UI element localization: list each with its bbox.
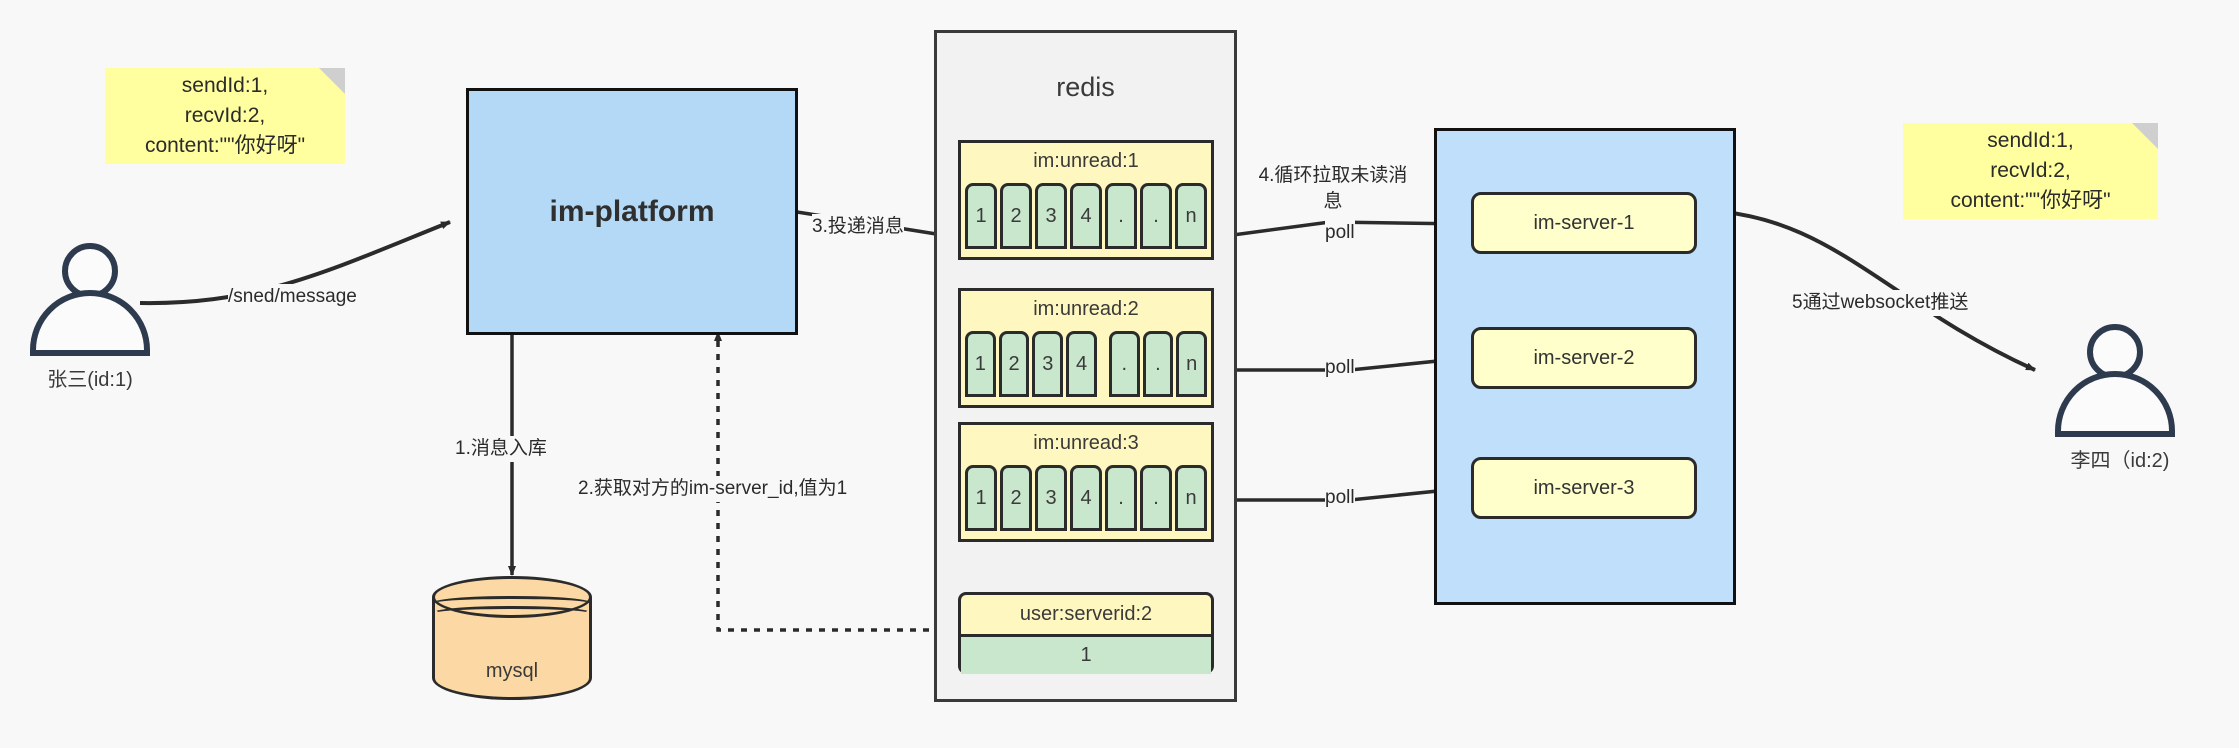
redis-kv-user-serverid: user:serverid:2 1 — [958, 592, 1214, 674]
redis-cell: n — [1175, 465, 1207, 531]
edge-label-poll-2: poll — [1325, 355, 1355, 381]
redis-title: redis — [1056, 72, 1115, 102]
redis-cell: 2 — [1000, 183, 1032, 249]
edge-label-step4: 4.循环拉取未读消 息 — [1253, 163, 1413, 215]
redis-cell: 4 — [1070, 183, 1102, 249]
mysql-ring-icon — [432, 596, 592, 610]
redis-cell: n — [1176, 331, 1208, 397]
redis-key-name-2: im:unread:2 — [1033, 298, 1139, 320]
redis-cell: 2 — [998, 331, 1030, 397]
redis-cell: . — [1142, 331, 1174, 397]
redis-cell: . — [1105, 183, 1137, 249]
im-server-1-box[interactable]: im-server-1 — [1471, 192, 1697, 254]
redis-cell: 3 — [1035, 465, 1067, 531]
edge-label-step2: 2.获取对方的im-server_id,值为1 — [578, 476, 848, 502]
note-right: sendId:1, recvId:2, content:""你好呀" — [1903, 123, 2158, 219]
redis-cell: 3 — [1035, 183, 1067, 249]
redis-cell: 2 — [1000, 465, 1032, 531]
note-left-line2: recvId:2, — [184, 104, 266, 127]
redis-kv-value: 1 — [961, 637, 1211, 674]
redis-cell: . — [1140, 183, 1172, 249]
redis-key-group-2: im:unread:2 1 2 3 4 . . n — [958, 288, 1214, 408]
redis-cell: n — [1175, 183, 1207, 249]
note-left-line3: content:""你好呀" — [144, 134, 306, 157]
im-platform-box[interactable]: im-platform — [466, 88, 798, 335]
note-right-line1: sendId:1, — [1987, 129, 2074, 152]
sender-body-icon — [30, 290, 150, 356]
edge-label-send-message: /sned/message — [228, 284, 357, 310]
receiver-label: 李四（id:2) — [2070, 450, 2170, 472]
edge-label-step3: 3.投递消息 — [812, 214, 904, 240]
mysql-label: mysql — [485, 660, 539, 682]
redis-cell: 4 — [1066, 331, 1097, 397]
redis-key-group-1: im:unread:1 1 2 3 4 . . n — [958, 140, 1214, 260]
redis-key-name-3: im:unread:3 — [1033, 432, 1139, 454]
note-fold-icon — [2132, 123, 2158, 149]
redis-cell: 1 — [965, 183, 997, 249]
note-left-line1: sendId:1, — [181, 74, 269, 97]
receiver-body-icon — [2055, 371, 2175, 437]
redis-cell: 3 — [1032, 331, 1064, 397]
redis-cells-1: 1 2 3 4 . . n — [965, 183, 1207, 249]
im-server-3-box[interactable]: im-server-3 — [1471, 457, 1697, 519]
note-left: sendId:1, recvId:2, content:""你好呀" — [105, 68, 345, 164]
edge-label-poll-3: poll — [1325, 485, 1355, 511]
redis-cells-2: 1 2 3 4 . . n — [965, 331, 1208, 397]
edge-label-step5: 5通过websocket推送 — [1792, 290, 1969, 316]
redis-cell: . — [1105, 465, 1137, 531]
note-right-line3: content:""你好呀" — [1950, 189, 2111, 212]
edge-label-step1: 1.消息入库 — [455, 436, 547, 462]
edge-label-poll-1: poll — [1325, 220, 1355, 246]
note-right-line2: recvId:2, — [1990, 159, 2071, 182]
sender-label: 张三(id:1) — [47, 369, 133, 391]
redis-kv-key: user:serverid:2 — [961, 595, 1211, 637]
redis-cell: 1 — [965, 465, 997, 531]
redis-key-group-3: im:unread:3 1 2 3 4 . . n — [958, 422, 1214, 542]
redis-cell: . — [1140, 465, 1172, 531]
note-fold-icon — [319, 68, 345, 94]
mysql-ring2-icon — [432, 606, 592, 620]
redis-cells-3: 1 2 3 4 . . n — [965, 465, 1207, 531]
im-server-2-box[interactable]: im-server-2 — [1471, 327, 1697, 389]
redis-cell: 1 — [965, 331, 996, 397]
redis-cell: 4 — [1070, 465, 1102, 531]
redis-key-name-1: im:unread:1 — [1033, 150, 1139, 172]
redis-cell: . — [1108, 331, 1140, 397]
